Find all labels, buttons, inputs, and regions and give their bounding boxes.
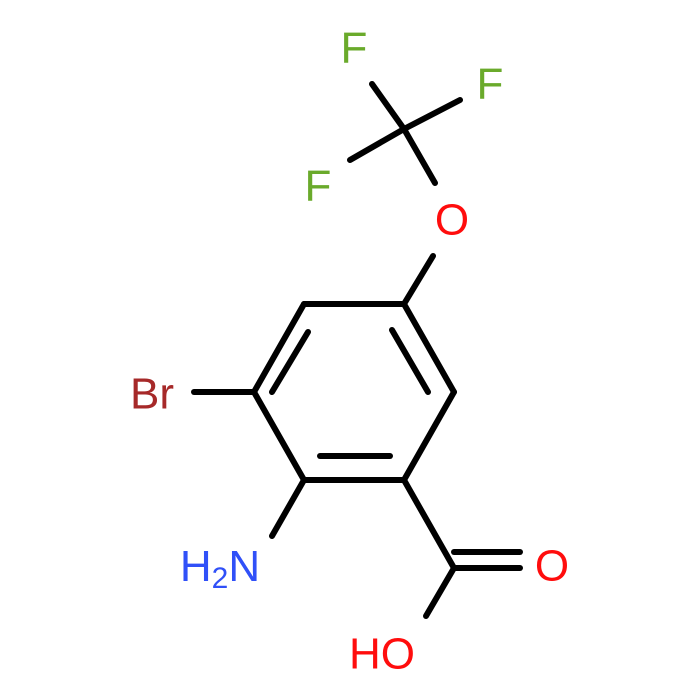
bond-o-ring: [401, 253, 436, 307]
atom-f-top: F: [341, 24, 368, 73]
ring-double-inner-left: [269, 329, 311, 395]
atom-o-carbonyl: O: [535, 542, 569, 591]
amino-n-label: N: [228, 542, 260, 591]
atom-o-ether: O: [435, 196, 469, 245]
atom-oh: HO: [349, 630, 415, 679]
bond-c-cooh: [401, 477, 457, 571]
atom-f-left: F: [305, 162, 332, 211]
bond-c-n: [269, 477, 307, 539]
ring-bond-2: [251, 301, 307, 395]
ring-bond-5: [401, 389, 457, 483]
ring-bond-6: [401, 301, 457, 395]
bond-c-o-ether: [401, 126, 438, 186]
atom-labels: F F F O Br H2N O HO: [130, 24, 569, 679]
bond-c-oh: [423, 565, 457, 619]
bonds: [191, 81, 523, 619]
atom-br: Br: [130, 370, 174, 419]
atom-amino-group: H2N: [180, 542, 260, 595]
bond-c-f-left: [347, 126, 407, 163]
bond-c-f-top: [369, 81, 407, 132]
atom-f-right: F: [477, 60, 504, 109]
amino-subscript: 2: [212, 562, 229, 595]
ring-double-inner-right: [389, 327, 431, 395]
bond-c-f-right: [401, 97, 463, 132]
ring-bond-3: [251, 389, 307, 483]
amino-h-label: H: [180, 542, 212, 591]
